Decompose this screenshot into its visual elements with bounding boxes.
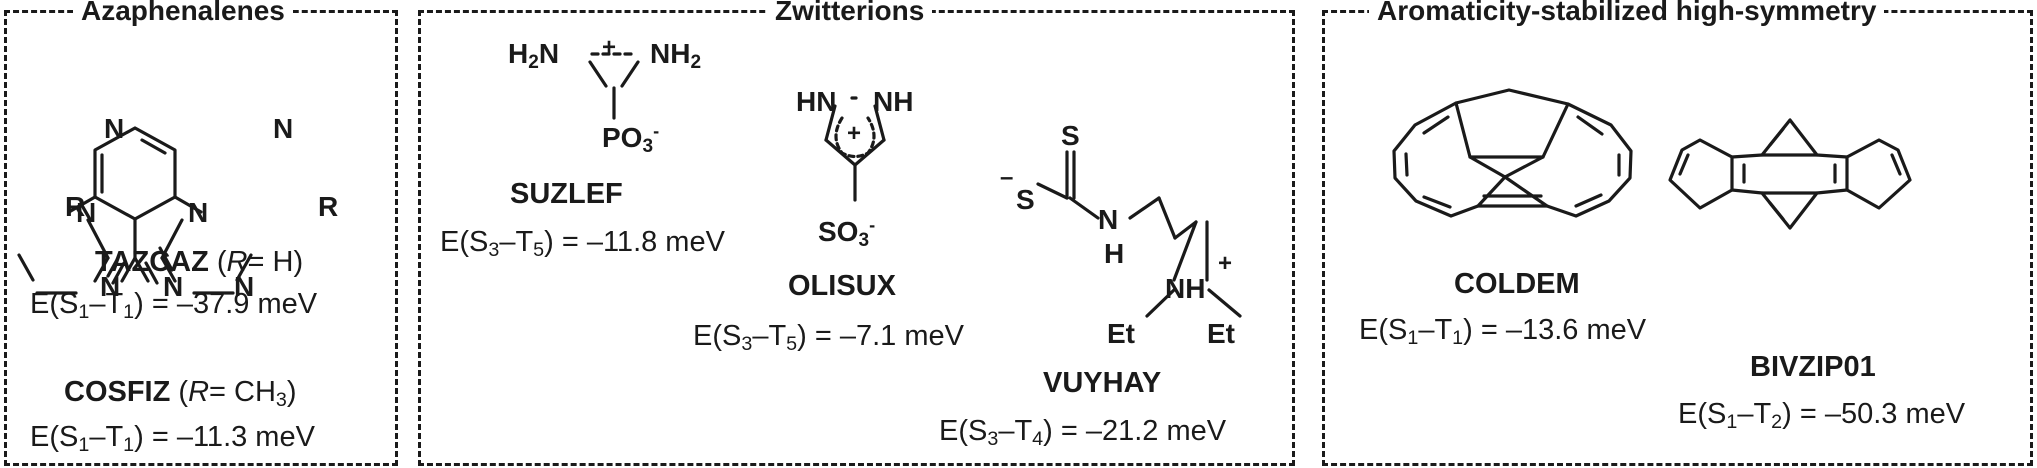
olisux-energy: E(S3–T5) = –7.1 meV — [693, 320, 964, 355]
atom-label: R — [318, 191, 339, 222]
vuyhay-n: N — [1098, 204, 1119, 235]
panel-title: Azaphenalenes — [73, 0, 293, 27]
olisux-nh: NH — [873, 86, 914, 117]
olisux-structure — [824, 96, 886, 202]
olisux-hn: HN — [796, 86, 837, 117]
atom-label: N — [104, 113, 125, 144]
atom-label: N — [163, 271, 184, 302]
coldem-name: COLDEM — [1454, 268, 1580, 300]
atom-label: N — [188, 197, 209, 228]
panel-azaphenalenes: Azaphenalenes — [4, 0, 398, 466]
bivzip01-energy: E(S1–T2) = –50.3 meV — [1678, 398, 1966, 433]
suzlef-plus: + — [602, 34, 617, 61]
atom-label: N — [100, 271, 121, 302]
vuyhay-s-left: S — [1016, 184, 1035, 215]
suzlef-h2n: H2N — [508, 38, 560, 73]
bivzip01-structure — [1668, 118, 1912, 230]
vuyhay-et-right: Et — [1207, 318, 1235, 349]
bivzip01-name: BIVZIP01 — [1750, 351, 1876, 383]
vuyhay-et-left: Et — [1107, 318, 1135, 349]
vuyhay-h: H — [1104, 238, 1125, 269]
panel-zwitterions: Zwitterions — [418, 0, 1295, 466]
suzlef-energy: E(S3–T5) = –11.8 meV — [440, 226, 725, 261]
olisux-plus: + — [847, 120, 862, 147]
olisux-name: OLISUX — [788, 270, 896, 302]
vuyhay-plus: + — [1218, 250, 1233, 277]
vuyhay-name: VUYHAY — [1043, 367, 1162, 399]
olisux-so3: SO3- — [818, 215, 876, 251]
vuyhay-structure — [1036, 150, 1242, 318]
suzlef-name: SUZLEF — [510, 178, 623, 210]
vuyhay-s-top: S — [1061, 120, 1080, 151]
panel-title: Aromaticity-stabilized high-symmetry — [1369, 0, 1885, 27]
coldem-energy: E(S1–T1) = –13.6 meV — [1359, 314, 1647, 349]
vuyhay-energy: E(S3–T4) = –21.2 meV — [939, 415, 1227, 450]
cosfiz-energy: E(S1–T1) = –11.3 meV — [30, 421, 315, 456]
atom-label: N — [76, 197, 97, 228]
atom-label: N — [234, 271, 255, 302]
vuyhay-nh: NH — [1165, 273, 1206, 304]
tazcaz-label: TAZCAZ (R= H) — [95, 246, 304, 278]
suzlef-nh2: NH2 — [650, 38, 702, 73]
panel-title: Zwitterions — [767, 0, 933, 27]
atom-label: N — [273, 113, 294, 144]
suzlef-structure — [588, 52, 640, 120]
tazcaz-energy: E(S1–T1) = –37.9 meV — [30, 288, 318, 323]
panel-aromaticity: Aromaticity-stabilized high-symmetry — [1322, 0, 2033, 466]
coldem-structure — [1392, 88, 1633, 218]
cosfiz-label: COSFIZ (R= CH3) — [64, 376, 297, 411]
vuyhay-minus: – — [1000, 164, 1014, 191]
azaphenalene-structure — [17, 126, 253, 295]
atom-label: R — [65, 191, 86, 222]
suzlef-po3: PO3- — [602, 121, 660, 157]
